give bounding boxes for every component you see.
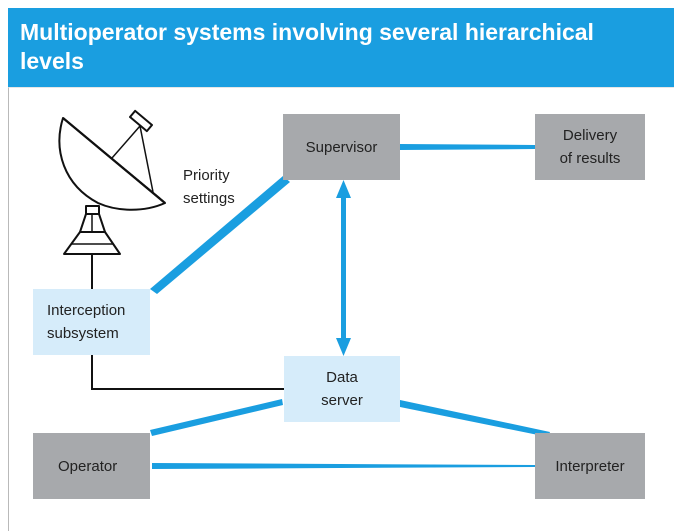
data-server-node: Data server [284,356,400,422]
data-server-label-line1: Data [326,369,358,386]
cable-interception-dataserver [91,355,284,390]
title-text: Multioperator systems involving several … [20,19,594,74]
supervisor-label: Supervisor [305,138,378,156]
arrowhead-down [336,338,351,356]
operator-node: Operator [33,433,150,499]
interpreter-node: Interpreter [535,433,645,499]
connector-dataserver-interpreter [400,400,550,437]
delivery-node: Delivery of results [535,114,645,180]
priority-settings-line1: Priority [183,167,230,184]
connector-supervisor-interception [150,176,290,294]
connector-supervisor-delivery [400,144,535,150]
satellite-dish-icon [58,109,166,255]
supervisor-node: Supervisor [283,114,400,180]
interception-label-line1: Interception [47,302,126,319]
delivery-label-line1: Delivery [562,127,618,144]
connector-operator-interpreter [152,463,535,469]
connector-dataserver-operator [150,399,283,436]
priority-settings-label: Priority settings [183,164,235,210]
connector-supervisor-dataserver [341,188,346,348]
operator-label: Operator [58,457,118,475]
data-server-label-line2: server [321,392,363,409]
interception-label-line2: subsystem [47,325,119,342]
interpreter-label: Interpreter [555,457,625,475]
arrowhead-up [336,180,351,198]
interception-node: Interception subsystem [33,289,150,355]
delivery-label-line2: of results [559,150,621,167]
priority-settings-line2: settings [183,190,235,207]
page-title: Multioperator systems involving several … [8,8,674,87]
